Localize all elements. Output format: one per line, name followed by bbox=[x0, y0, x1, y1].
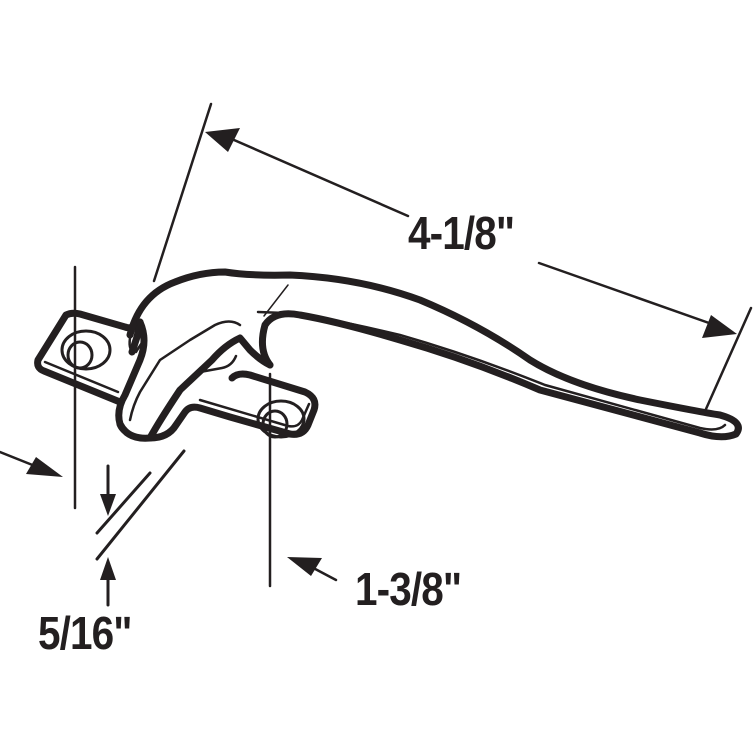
extension-line-left bbox=[152, 102, 213, 283]
hole-spacing-dimension bbox=[0, 265, 338, 588]
arrow-right-icon bbox=[702, 315, 737, 338]
dimension-line-right bbox=[537, 261, 728, 331]
dimension-line-left bbox=[216, 131, 410, 218]
arrow-down-icon bbox=[100, 494, 116, 516]
arrow-hole-right-icon bbox=[287, 557, 322, 576]
arrow-left-icon bbox=[205, 128, 240, 152]
thickness-label: 5/16" bbox=[38, 607, 132, 659]
arrow-up-icon bbox=[100, 557, 116, 580]
thickness-dimension bbox=[95, 449, 186, 607]
left-screw-hole bbox=[60, 329, 112, 371]
extension-line-right bbox=[704, 306, 753, 411]
overall-length-label: 4-1/8" bbox=[408, 207, 515, 259]
overall-length-dimension bbox=[152, 102, 753, 411]
hole-spacing-label: 1-3/8" bbox=[355, 563, 462, 615]
handle-body bbox=[115, 268, 742, 442]
arrow-hole-left-icon bbox=[26, 457, 63, 477]
